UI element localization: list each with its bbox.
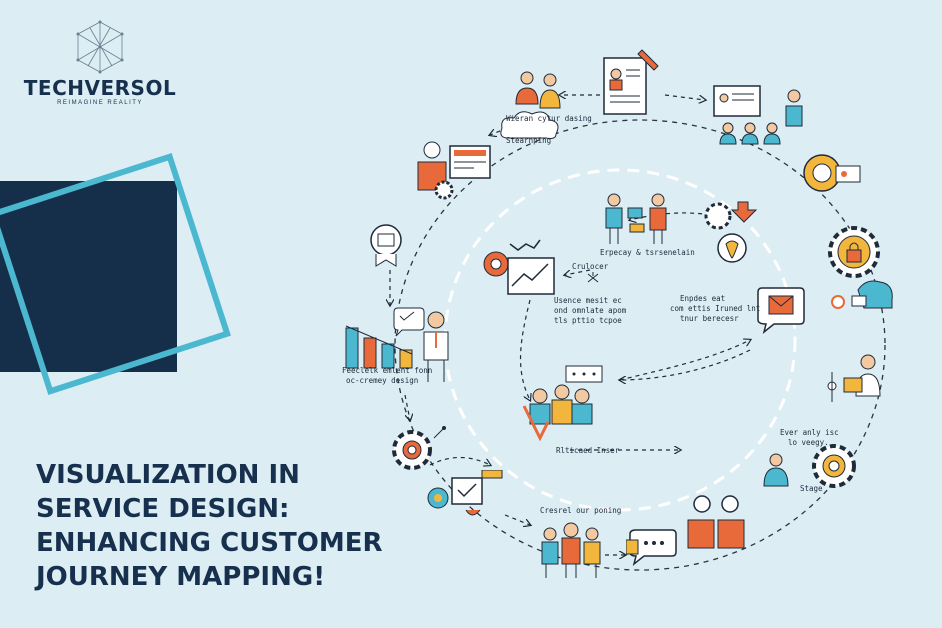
network-globe-icon (76, 20, 124, 74)
user-dashboard-icon (417, 141, 491, 200)
diagram-label: oc-cremey design (346, 376, 419, 385)
user-workstation-icon (827, 354, 881, 402)
diagram-label: Ever anly isc (780, 428, 839, 437)
checklist-icon (427, 470, 503, 516)
diagram-label: Stage (800, 484, 823, 493)
brand-logo: TECHVERSOL REIMAGINE REALITY (20, 20, 180, 110)
diagram-label: Enpdes eat (680, 294, 726, 303)
email-message-icon (757, 287, 805, 334)
emotion-insight-icon (704, 201, 758, 263)
cloud-bubble-icon (500, 111, 559, 139)
gear-stage-icon (812, 444, 856, 488)
chat-circle-icon (370, 224, 402, 267)
diagram-label: lo veegy. (788, 438, 829, 447)
presenter-icon (393, 307, 449, 382)
journey-map-diagram: Wieran cytur dasing Stearnping (330, 40, 942, 628)
diagram-label: Stearnping (506, 136, 552, 145)
gear-lock-icon (828, 226, 880, 278)
diagram-label: com ettis Iruned lnt (670, 304, 761, 313)
gear-process-icon (392, 426, 446, 470)
diagram-label: tls pttio tcpoe (554, 316, 622, 325)
diagram-label: Crulocer (572, 262, 609, 271)
team-discussion-icon (605, 193, 667, 244)
profile-document-icon (603, 49, 659, 115)
person-icon (763, 453, 789, 487)
title-line: VISUALIZATION IN (36, 460, 300, 490)
diagram-label: ond omnlate apom (554, 306, 627, 315)
page-title: VISUALIZATION IN SERVICE DESIGN: ENHANCI… (36, 458, 416, 594)
customer-feedback-icon (522, 365, 603, 442)
title-line: SERVICE DESIGN: (36, 494, 290, 524)
sparkle-icon (587, 272, 599, 283)
outer-journey-ring (394, 119, 886, 571)
diagram-label: Wieran cytur dasing (506, 114, 592, 123)
brand-tagline: REIMAGINE REALITY (57, 100, 143, 106)
diagram-label: Feeclelk emlent fonn (342, 366, 433, 375)
user-security-icon (831, 280, 893, 309)
diagram-label: Cresrel our poning (540, 506, 622, 515)
trend-chart-icon (483, 239, 555, 295)
bar-chart-icon (345, 325, 413, 369)
gear-settings-icon (803, 154, 861, 192)
diagram-label: tnur berecesr (680, 314, 739, 323)
diagram-label: Usence mesit ec (554, 296, 622, 305)
decorative-dark-square (0, 181, 177, 372)
collaboration-icon (687, 495, 745, 549)
presentation-audience-icon (713, 85, 803, 145)
title-line: ENHANCING CUSTOMER (36, 528, 383, 558)
team-group-icon (541, 522, 601, 578)
title-line: JOURNEY MAPPING! (36, 562, 326, 592)
chat-bubble-icon (626, 529, 677, 566)
diagram-label: Rlticaed Inser (556, 446, 620, 455)
diagram-label: Erpecay & tsrsenelain (600, 248, 695, 257)
brand-name: TECHVERSOL (23, 76, 177, 100)
team-meeting-icon (515, 71, 561, 109)
